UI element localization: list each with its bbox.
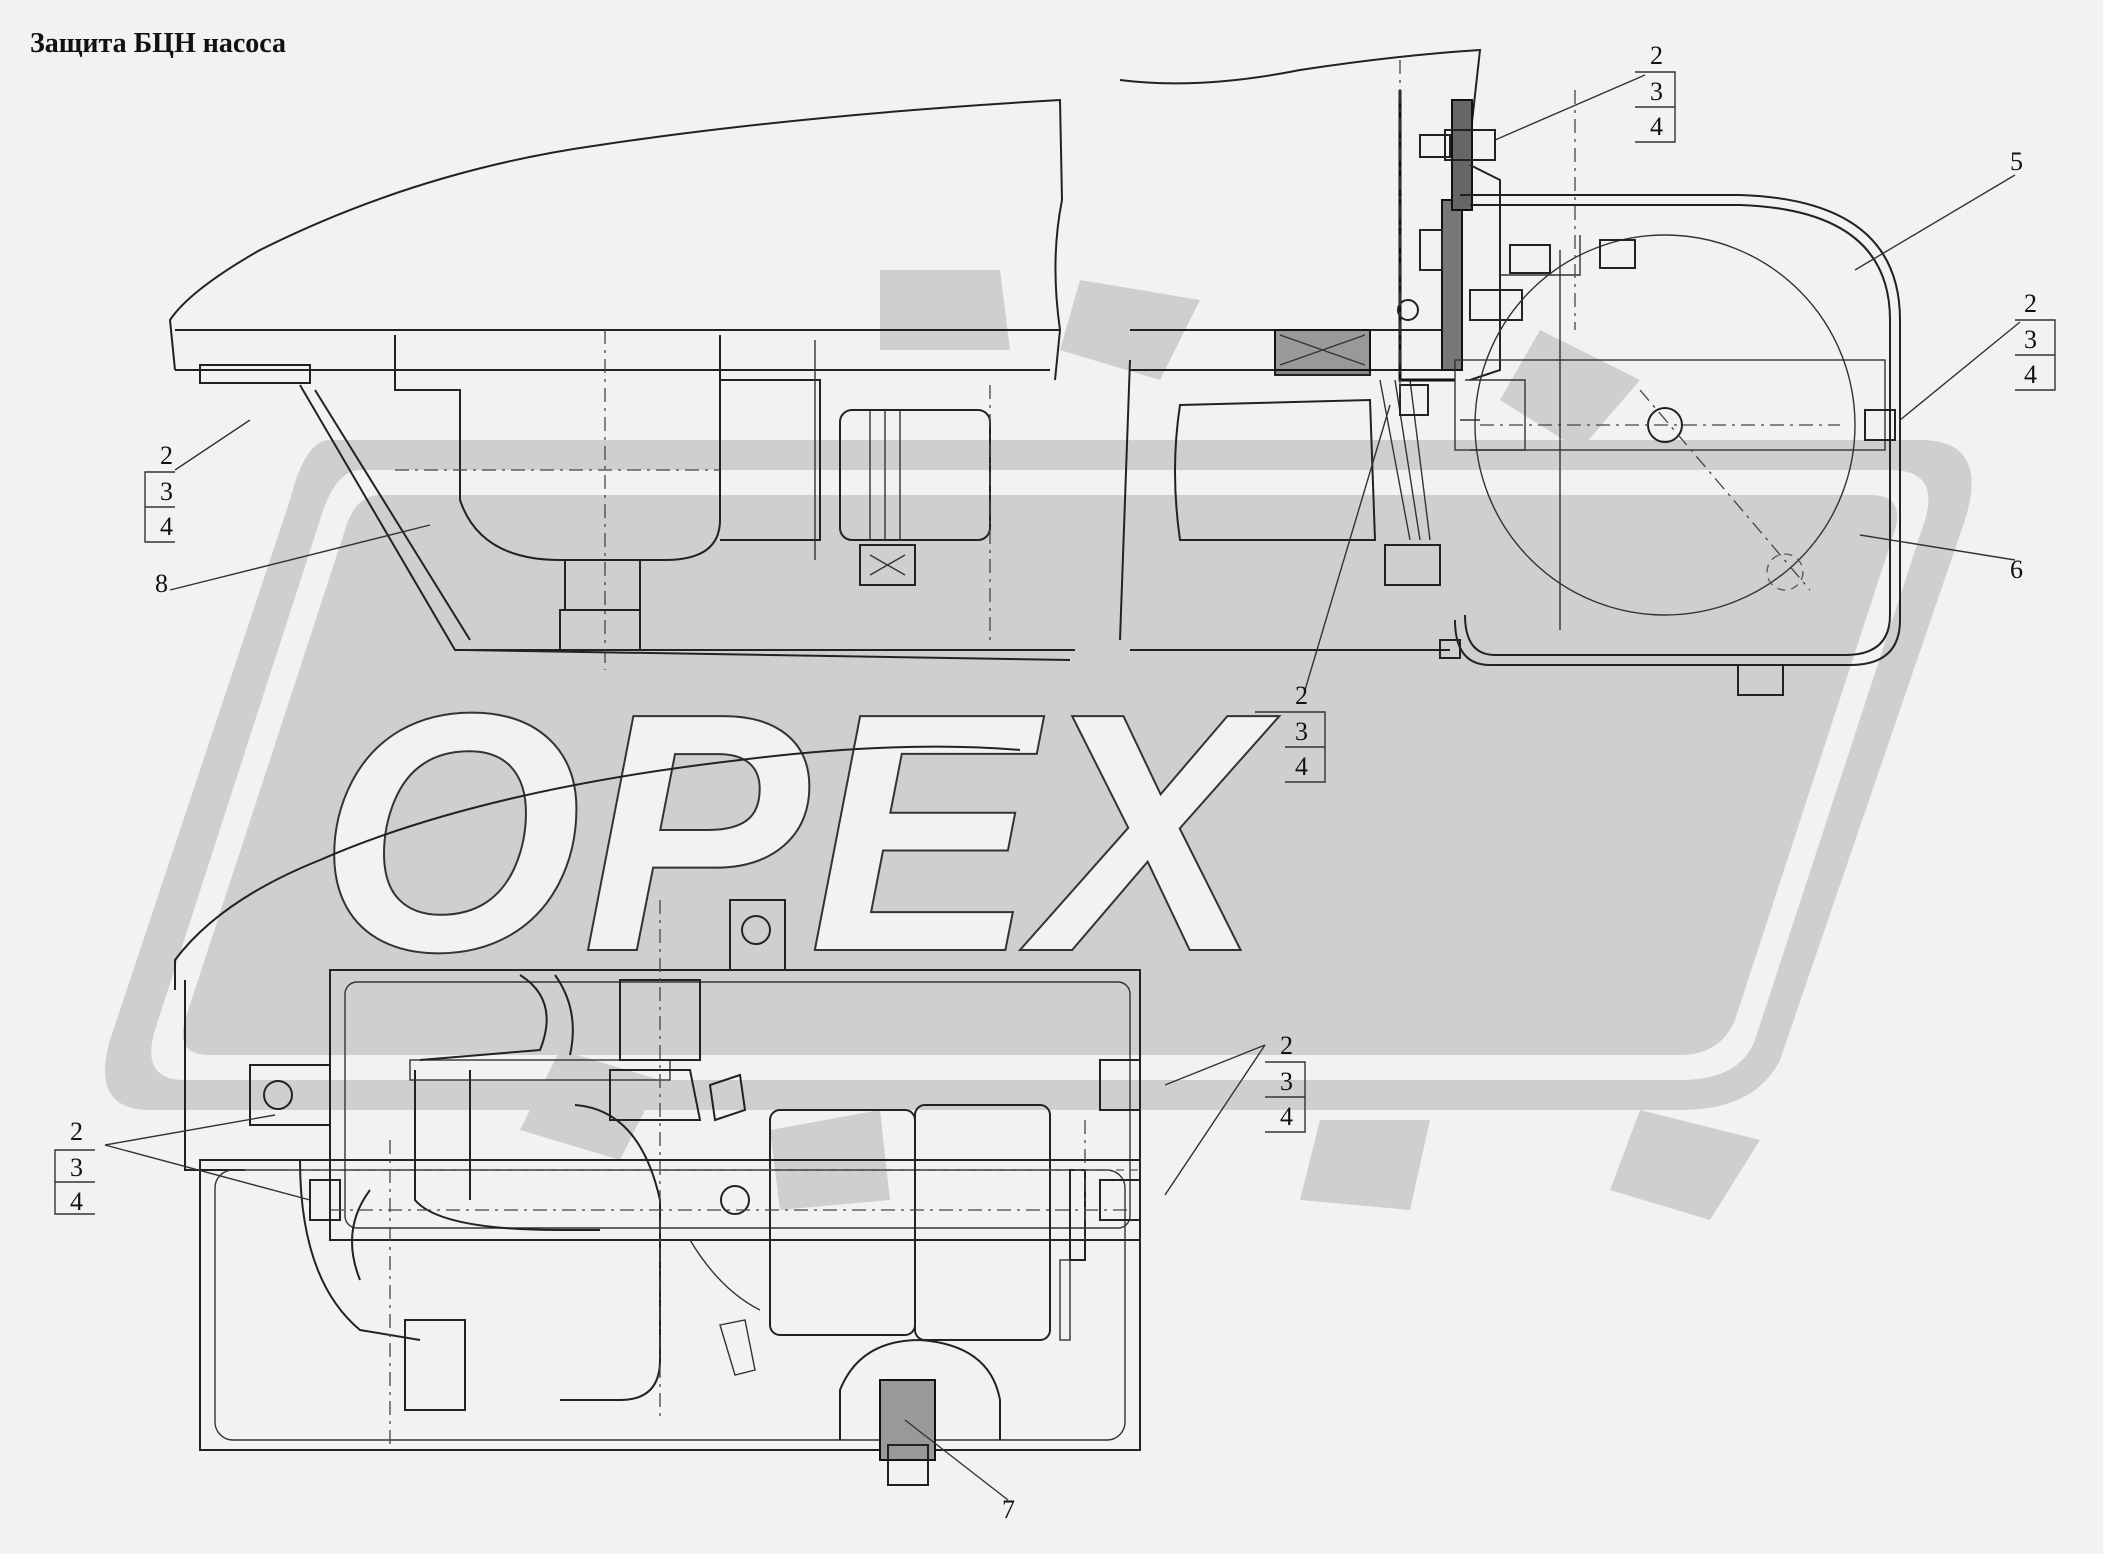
callout-stack: 2 3 4 bbox=[1265, 1031, 1306, 1133]
watermark-logo bbox=[105, 270, 1972, 1220]
svg-text:3: 3 bbox=[2024, 325, 2037, 354]
leader-lines bbox=[104, 74, 2021, 1501]
svg-text:4: 4 bbox=[1295, 752, 1308, 781]
svg-text:2: 2 bbox=[1650, 41, 1663, 70]
svg-text:3: 3 bbox=[70, 1153, 83, 1182]
svg-text:2: 2 bbox=[160, 441, 173, 470]
svg-text:2: 2 bbox=[1295, 681, 1308, 710]
page-title: Защита БЦН насоса bbox=[30, 28, 287, 59]
lower-assembly bbox=[174, 745, 1141, 1486]
callout-stack: 2 3 4 bbox=[144, 441, 175, 543]
svg-text:3: 3 bbox=[160, 477, 173, 506]
item-label-7: 7 bbox=[1002, 1495, 1015, 1524]
svg-text:4: 4 bbox=[70, 1187, 83, 1216]
item-label-5: 5 bbox=[2010, 147, 2023, 176]
svg-text:4: 4 bbox=[1280, 1102, 1293, 1131]
svg-text:4: 4 bbox=[1650, 112, 1663, 141]
item-label-8: 8 bbox=[155, 569, 168, 598]
callout-stack: 2 3 4 bbox=[1255, 681, 1326, 783]
svg-text:3: 3 bbox=[1280, 1067, 1293, 1096]
svg-text:3: 3 bbox=[1295, 717, 1308, 746]
svg-text:2: 2 bbox=[1280, 1031, 1293, 1060]
item-label-6: 6 bbox=[2010, 555, 2023, 584]
callout-stack: 2 3 4 bbox=[2015, 289, 2056, 391]
upper-assembly bbox=[168, 48, 1901, 696]
svg-text:2: 2 bbox=[70, 1117, 83, 1146]
watermark-text: OPEX bbox=[318, 643, 1280, 1023]
callout-stack: 2 3 4 bbox=[54, 1117, 95, 1216]
svg-text:4: 4 bbox=[160, 512, 173, 541]
svg-text:3: 3 bbox=[1650, 77, 1663, 106]
svg-text:4: 4 bbox=[2024, 360, 2037, 389]
svg-text:2: 2 bbox=[2024, 289, 2037, 318]
callout-stack: 2 3 4 bbox=[1635, 41, 1676, 143]
